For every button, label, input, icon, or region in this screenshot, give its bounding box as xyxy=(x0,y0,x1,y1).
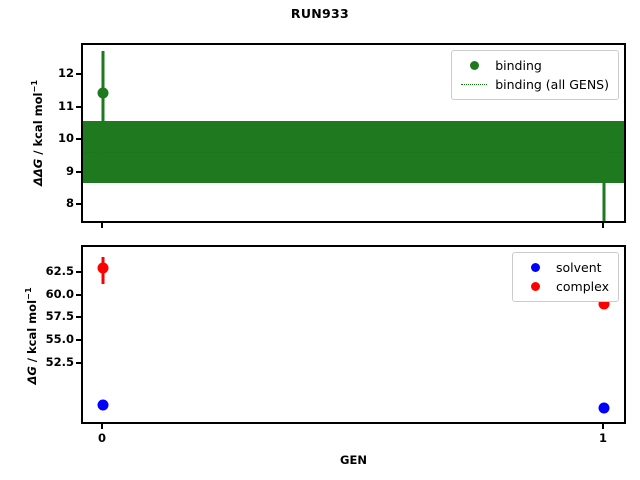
bottom-ytick-label-55-0: 55.0 xyxy=(45,332,74,346)
top-ytick-label-9: 9 xyxy=(65,164,74,178)
top-xtick-1 xyxy=(602,223,604,228)
binding-all-gens-mean-line xyxy=(83,152,624,153)
legend-label-solvent: solvent xyxy=(556,260,602,275)
top-ytick-label-12: 12 xyxy=(57,66,74,80)
top-xtick-0 xyxy=(101,223,103,228)
top-ytick-mark-11 xyxy=(76,106,81,108)
bottom-ytick-mark-57-5 xyxy=(76,316,81,318)
legend-dotted-line-icon xyxy=(459,84,489,85)
binding-marker-gen1 xyxy=(598,171,610,183)
top-ytick-label-8: 8 xyxy=(65,196,74,210)
top-ytick-label-11: 11 xyxy=(57,99,74,113)
top-ytick-label-10: 10 xyxy=(57,131,74,145)
bottom-xtick-0 xyxy=(101,424,103,429)
binding-errorbar-gen0 xyxy=(101,51,105,175)
bottom-ytick-mark-62-5 xyxy=(76,271,81,273)
legend-label-binding-all-gens: binding (all GENS) xyxy=(495,77,609,92)
top-ytick-mark-10 xyxy=(76,138,81,140)
bottom-ytick-mark-52-5 xyxy=(76,362,81,364)
bottom-ytick-mark-55-0 xyxy=(76,339,81,341)
bottom-ytick-label-57-5: 57.5 xyxy=(45,309,74,323)
top-plot-axes: binding binding (all GENS) xyxy=(81,43,626,223)
legend-item-complex[interactable]: complex xyxy=(520,277,609,296)
complex-marker-gen0 xyxy=(97,262,109,274)
bottom-axis-x-label: GEN xyxy=(340,453,367,467)
bottom-legend: solvent complex xyxy=(512,252,619,302)
top-ytick-mark-8 xyxy=(76,203,81,205)
legend-marker-icon xyxy=(520,282,550,291)
bottom-xtick-label-1: 1 xyxy=(598,431,608,445)
top-legend: binding binding (all GENS) xyxy=(451,50,619,100)
solvent-marker-gen1 xyxy=(598,402,610,414)
bottom-ytick-label-62-5: 62.5 xyxy=(45,264,74,278)
binding-marker-gen0 xyxy=(97,87,109,99)
bottom-ytick-label-52-5: 52.5 xyxy=(45,355,74,369)
legend-item-solvent[interactable]: solvent xyxy=(520,258,609,277)
legend-item-binding-all-gens[interactable]: binding (all GENS) xyxy=(459,75,609,94)
top-ytick-mark-12 xyxy=(76,73,81,75)
top-axis-y-label: ΔΔG / kcal mol−1 xyxy=(29,79,45,186)
legend-marker-icon xyxy=(459,61,489,70)
solvent-marker-gen0 xyxy=(97,399,109,411)
bottom-xtick-1 xyxy=(602,424,604,429)
bottom-xtick-label-0: 0 xyxy=(97,431,107,445)
complex-marker-gen1 xyxy=(598,298,610,310)
legend-marker-icon xyxy=(520,263,550,272)
legend-item-binding[interactable]: binding xyxy=(459,56,609,75)
top-ytick-mark-9 xyxy=(76,171,81,173)
bottom-plot-axes: solvent complex xyxy=(81,245,626,424)
legend-label-complex: complex xyxy=(556,279,609,294)
bottom-ytick-mark-60-0 xyxy=(76,294,81,296)
figure-title: RUN933 xyxy=(290,6,350,21)
bottom-ytick-label-60-0: 60.0 xyxy=(45,287,74,301)
legend-label-binding: binding xyxy=(495,58,542,73)
